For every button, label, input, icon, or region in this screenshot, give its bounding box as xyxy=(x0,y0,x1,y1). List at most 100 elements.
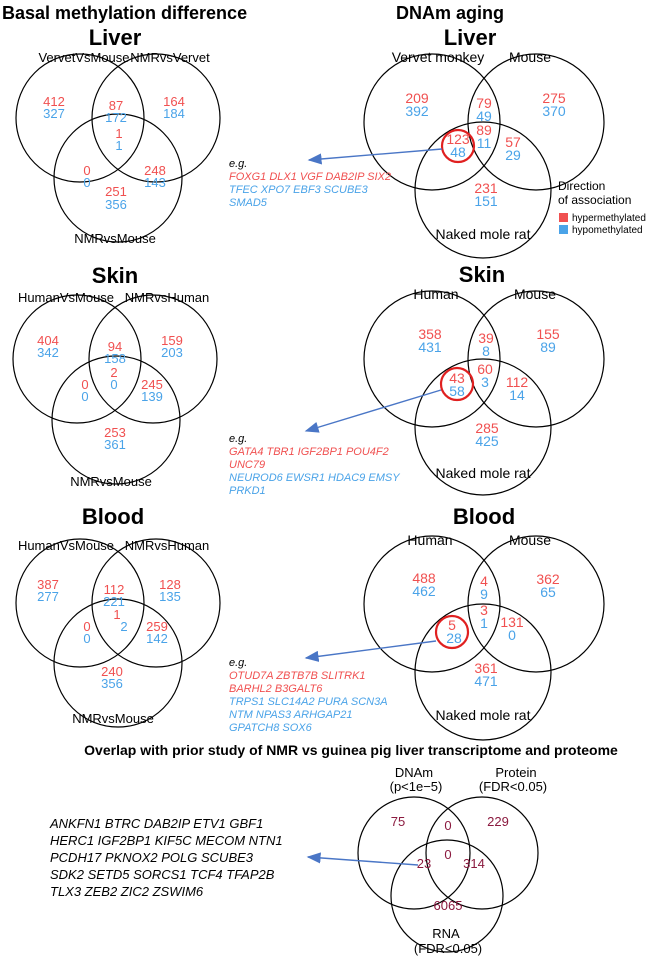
count-hypo: 172 xyxy=(105,110,127,125)
count-hypo: 203 xyxy=(161,345,183,360)
venn-circle-c xyxy=(51,355,181,485)
count-hyper: 387 xyxy=(37,577,59,592)
count-hypo: 0 xyxy=(110,377,117,392)
count-protein: 229 xyxy=(487,814,509,829)
callout-arrow xyxy=(304,640,437,662)
count-hypo: 471 xyxy=(474,673,498,689)
venn-title: Blood xyxy=(453,504,515,529)
count-hypo: 135 xyxy=(159,589,181,604)
count-hypo: 370 xyxy=(542,103,566,119)
count-hypo: 28 xyxy=(446,630,462,646)
venn-basal-blood: Blood HumanVsMouse NMRvsHuman NMRvsMouse… xyxy=(15,504,221,728)
count-hyper: 358 xyxy=(418,326,442,342)
gene-list-hyper: BARHL2 B3GALT6 xyxy=(229,683,323,695)
count-hypo: 1 xyxy=(115,138,122,153)
legend-label: hypermethylated xyxy=(572,213,646,224)
count-hyper: 240 xyxy=(101,664,123,679)
count-hypo: 65 xyxy=(540,584,556,600)
venn-circle-rna xyxy=(390,839,504,953)
count-hypo: 221 xyxy=(103,594,125,609)
gene-list-hyper: FOXG1 DLX1 VGF DAB2IP SIX2 xyxy=(229,171,391,183)
count-hyper: 251 xyxy=(105,184,127,199)
venn-circle-b xyxy=(467,535,605,673)
count-hyper: 231 xyxy=(474,180,498,196)
count-hyper: 94 xyxy=(108,339,122,354)
count-dnam-protein: 0 xyxy=(444,818,451,833)
header-aging: DNAm aging xyxy=(396,3,504,23)
set-label-a: HumanVsMouse xyxy=(18,538,114,553)
count-hypo: 0 xyxy=(508,627,516,643)
count-hyper: 1 xyxy=(115,126,122,141)
count-hyper: 87 xyxy=(109,98,123,113)
legend-swatch-hyper xyxy=(559,213,568,222)
venn-circle-dnam xyxy=(357,796,471,910)
highlight-ring xyxy=(440,128,476,164)
venn-circle-c xyxy=(414,603,552,741)
count-hyper: 112 xyxy=(104,582,125,597)
count-hypo: 49 xyxy=(476,108,492,124)
set-label-b: NMRvsHuman xyxy=(125,538,210,553)
count-hypo: 0 xyxy=(81,389,88,404)
venn-circle-a xyxy=(363,290,501,428)
set-label-b: NMRvsHuman xyxy=(125,290,210,305)
count-hypo: 342 xyxy=(37,345,59,360)
gene-list: SDK2 SETD5 SORCS1 TCF4 TFAP2B xyxy=(50,867,275,882)
gene-list-hypo: NEUROD6 EWSR1 HDAC9 EMSY xyxy=(229,472,400,484)
legend-label: hypomethylated xyxy=(572,225,643,236)
count-hyper: 43 xyxy=(449,370,465,386)
set-label-a: HumanVsMouse xyxy=(18,290,114,305)
count-hyper: 123 xyxy=(446,131,470,147)
count-hyper: 155 xyxy=(536,326,560,342)
venn-circle-a xyxy=(15,53,145,183)
set-label-c: Naked mole rat xyxy=(436,707,531,723)
set-label-c: Naked mole rat xyxy=(436,465,531,481)
count-hypo: 0 xyxy=(83,175,90,190)
highlight-ring xyxy=(439,366,475,402)
count-hyper: 209 xyxy=(405,90,429,106)
count-hyper: 0 xyxy=(83,163,90,178)
count-hypo: 58 xyxy=(449,383,465,399)
count-hyper: 39 xyxy=(478,330,494,346)
count-hyper: 361 xyxy=(474,660,498,676)
count-hyper: 362 xyxy=(536,571,560,587)
eg-label: e.g. xyxy=(229,433,247,445)
venn-title: Blood xyxy=(82,504,144,529)
count-hyper: 131 xyxy=(500,614,524,630)
count-hyper: 159 xyxy=(161,333,183,348)
count-hypo: 158 xyxy=(104,351,126,366)
set-label-c: RNA xyxy=(432,926,460,941)
venn-circle-c xyxy=(53,598,183,728)
legend-swatch-hypo xyxy=(559,225,568,234)
gene-list-hypo: NTM NPAS3 ARHGAP21 xyxy=(229,709,352,721)
set-label-c: NMRvsMouse xyxy=(72,711,154,726)
set-label-a: VervetVsMouse xyxy=(38,50,129,65)
callout-arrow xyxy=(304,389,442,433)
count-hyper: 4 xyxy=(480,573,488,589)
gene-list: ANKFN1 BTRC DAB2IP ETV1 GBF1 xyxy=(49,816,263,831)
set-label-c-sub: (FDR<0.05) xyxy=(414,941,482,956)
venn-circle-a xyxy=(15,538,145,668)
callout-arrow xyxy=(307,148,443,165)
count-hyper: 1 xyxy=(113,607,120,622)
count-hyper: 285 xyxy=(475,420,499,436)
set-label-a-sub: (p<1e−5) xyxy=(390,779,443,794)
count-hypo: 1 xyxy=(480,615,488,631)
count-hyper: 164 xyxy=(163,94,185,109)
count-hypo: 2 xyxy=(120,619,127,634)
count-hypo: 356 xyxy=(105,197,127,212)
count-hyper: 253 xyxy=(104,425,126,440)
legend-title: Direction xyxy=(558,179,605,193)
count-hypo: 139 xyxy=(141,389,163,404)
count-hypo: 462 xyxy=(412,583,436,599)
venn-title: Skin xyxy=(92,263,138,288)
highlight-ring xyxy=(434,614,470,650)
venn-circle-a xyxy=(363,535,501,673)
count-hyper: 112 xyxy=(506,374,529,390)
venn-title: Liver xyxy=(89,25,142,50)
count-hypo: 151 xyxy=(474,193,498,209)
count-dnam-rna: 23 xyxy=(417,856,431,871)
count-hypo: 9 xyxy=(480,586,488,602)
venn-circle-b xyxy=(91,53,221,183)
count-hypo: 184 xyxy=(163,106,185,121)
venn-title: Liver xyxy=(444,25,497,50)
